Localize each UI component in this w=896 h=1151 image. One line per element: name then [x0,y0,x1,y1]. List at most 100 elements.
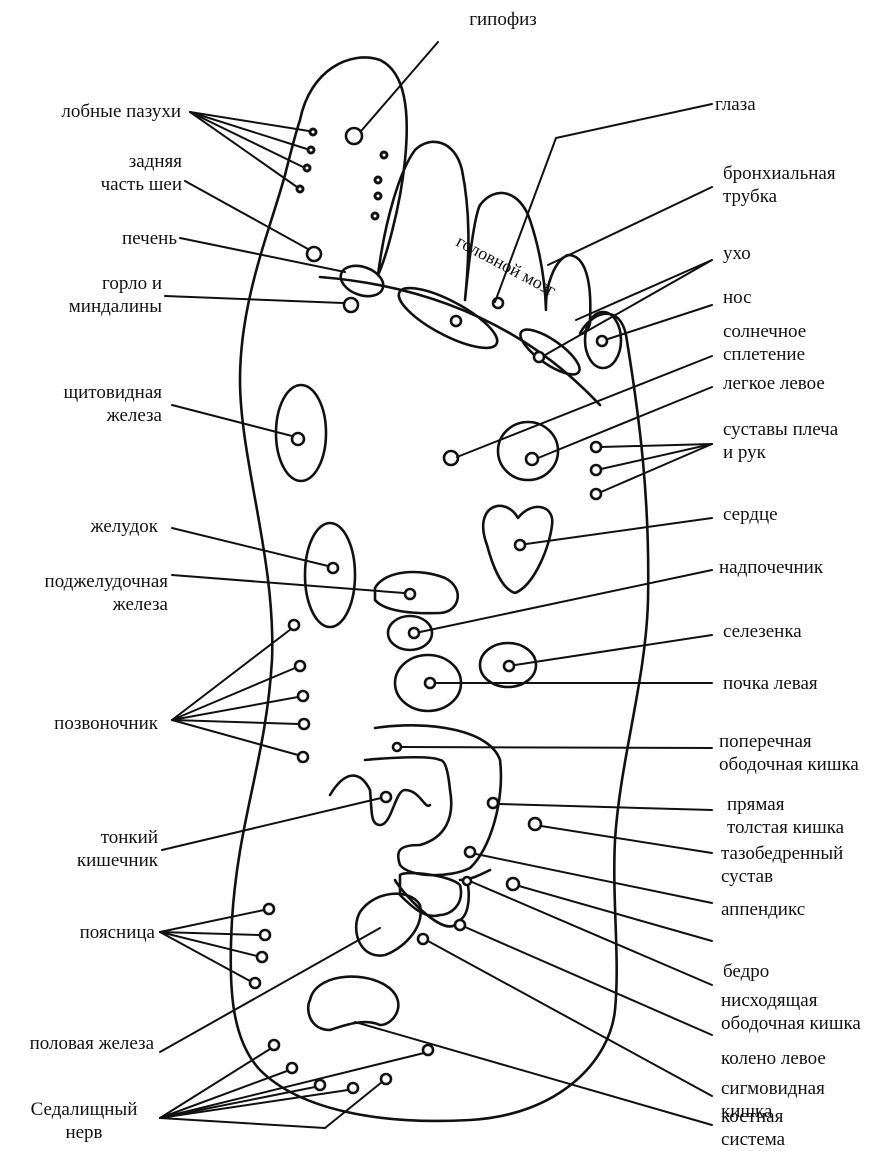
leader-pituitary [362,42,438,130]
adrenal-point [409,628,419,638]
toe-point-2 [375,177,381,183]
leader-lower-back-1 [160,910,264,932]
label-thigh: бедро [723,960,769,983]
label-hip-joint: тазобедренный сустав [721,842,843,888]
label-pituitary: гипофиз [443,8,563,31]
label-lower-back: поясница [80,921,155,944]
leader-thyroid [172,405,292,436]
leader-lower-back-4 [160,932,250,981]
label-back-of-neck: задняя часть шеи [101,150,182,196]
leader-solar-plexus [457,356,712,457]
leader-shoulder-1 [601,444,712,447]
leader-bronchial [548,187,712,265]
neck-point [307,247,321,261]
toe-point-3 [375,193,381,199]
sciatic-point-2 [287,1063,297,1073]
label-spleen: селезенка [723,620,802,643]
label-throat-tonsils: горло и миндалины [69,272,162,318]
leader-stomach [172,528,328,566]
shoulder-point-3 [591,489,601,499]
leader-neck [185,181,308,249]
lung-point [526,453,538,465]
leader-shoulder-3 [601,444,712,492]
leader-transverse-colon [402,747,712,748]
leader-sinus-2 [190,112,307,149]
label-skeletal-system: костная система [721,1105,785,1151]
leader-spine-1 [172,629,291,720]
appendix-point [507,878,519,890]
colon-lower-point [465,847,475,857]
leader-spine-2 [172,668,295,720]
knee-point [418,934,428,944]
descending-colon-organ [395,870,490,926]
toe-point-1 [381,152,387,158]
label-left-lung: легкое левое [723,372,825,395]
label-descending-colon: нисходящая ободочная кишка [721,989,861,1035]
pituitary-point [346,128,362,144]
solar-plexus-point [444,451,458,465]
label-pancreas: поджелудочная железа [45,570,168,616]
spine-point-5 [298,752,308,762]
skeletal-organ [308,977,398,1030]
nose-point [597,336,607,346]
leader-spine-3 [172,697,298,720]
spleen-point [504,661,514,671]
lower-back-point-1 [264,904,274,914]
leader-sciatic-6 [160,1118,325,1128]
sciatic-point-4 [348,1083,358,1093]
label-rectum: прямая толстая кишка [727,793,844,839]
transverse-colon-point [393,743,401,751]
sinus-point-1 [310,129,316,135]
label-transverse-colon: поперечная ободочная кишка [719,730,859,776]
kidney-point [425,678,435,688]
label-nose: нос [723,286,752,309]
lower-back-point-2 [260,930,270,940]
small-intestine-organ [330,776,430,825]
sinus-point-3 [304,165,310,171]
label-liver: печень [122,227,177,250]
eye-point [493,298,503,308]
thigh-point [463,877,471,885]
left-lung-organ [498,422,558,480]
small-intestine-point [381,792,391,802]
leader-hip [541,826,712,853]
leader-heart [526,518,712,544]
toe-point-4 [372,213,378,219]
stomach-point [328,563,338,573]
label-sciatic-nerve: Седалищный нерв [8,1098,160,1144]
lower-back-point-4 [250,978,260,988]
label-appendix: аппендикс [721,898,805,921]
leader-ear-2 [545,260,712,355]
leader-shoulder-2 [601,444,712,469]
leader-tonsils [165,296,343,303]
descending-colon-point [455,920,465,930]
gonad-organ [356,894,420,956]
brain-organ [391,277,504,359]
label-ear: ухо [723,242,751,265]
rectum-point [488,798,498,808]
leader-sinus-4 [190,112,297,187]
heart-point [515,540,525,550]
hip-point [529,818,541,830]
sigmoid-organ [400,873,461,916]
label-spine: позвоночник [54,712,158,735]
spine-point-4 [299,719,309,729]
label-bronchial-tube: бронхиальная трубка [723,162,836,208]
label-stomach: желудок [91,515,159,538]
shoulder-point-2 [591,465,601,475]
stomach-organ [305,523,355,627]
leader-spine-4 [172,720,299,724]
label-eyes: глаза [715,93,756,116]
leader-gonad [160,928,380,1052]
brain-point [451,316,461,326]
leader-lower-back-3 [160,932,257,956]
label-thyroid: щитовидная железа [64,381,163,427]
shoulder-point-1 [591,442,601,452]
label-left-knee: колено левое [721,1047,826,1070]
spine-point-3 [298,691,308,701]
label-adrenal: надпочечник [719,556,823,579]
tonsil-point [344,298,358,312]
leader-knee [428,941,712,1096]
foot-outline [231,58,649,1121]
leader-small-intestine [162,798,381,850]
